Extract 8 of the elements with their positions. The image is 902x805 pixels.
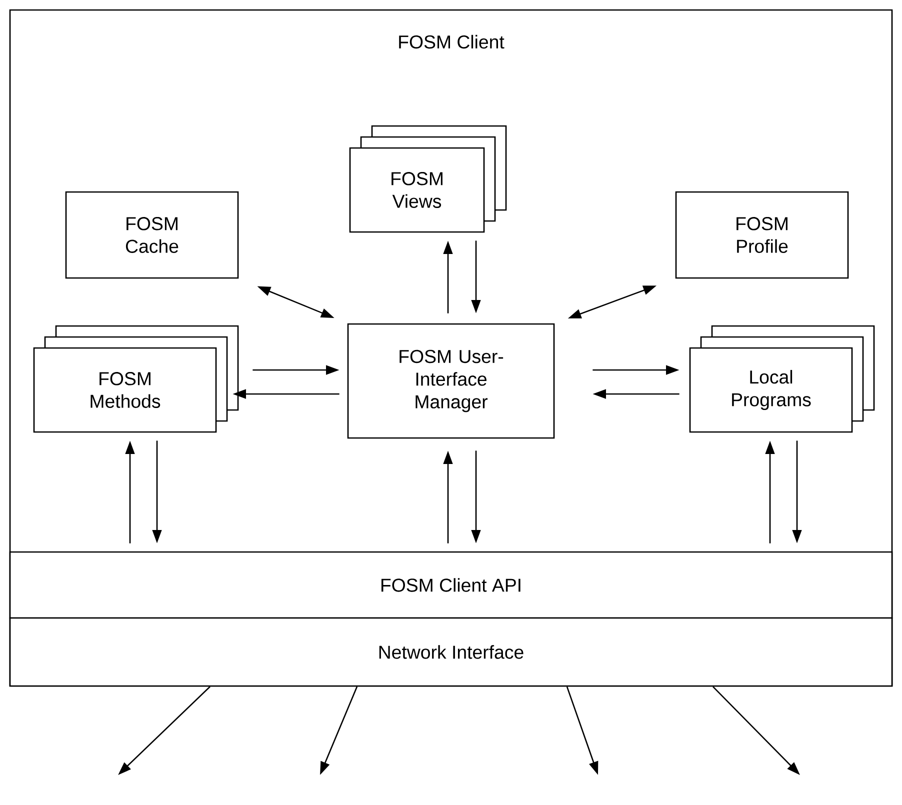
stacked-boxes: FOSM Views <box>349 125 507 233</box>
layer-band: Network Interface <box>9 617 893 687</box>
stacked-boxes: FOSM Methods <box>33 325 239 433</box>
stacked-boxes: Local Programs <box>689 325 875 433</box>
manager-box: FOSM User-Interface Manager <box>347 323 555 439</box>
component-box: FOSM Profile <box>675 191 849 279</box>
layer-band: FOSM Client API <box>9 551 893 619</box>
component-box: FOSM Cache <box>65 191 239 279</box>
